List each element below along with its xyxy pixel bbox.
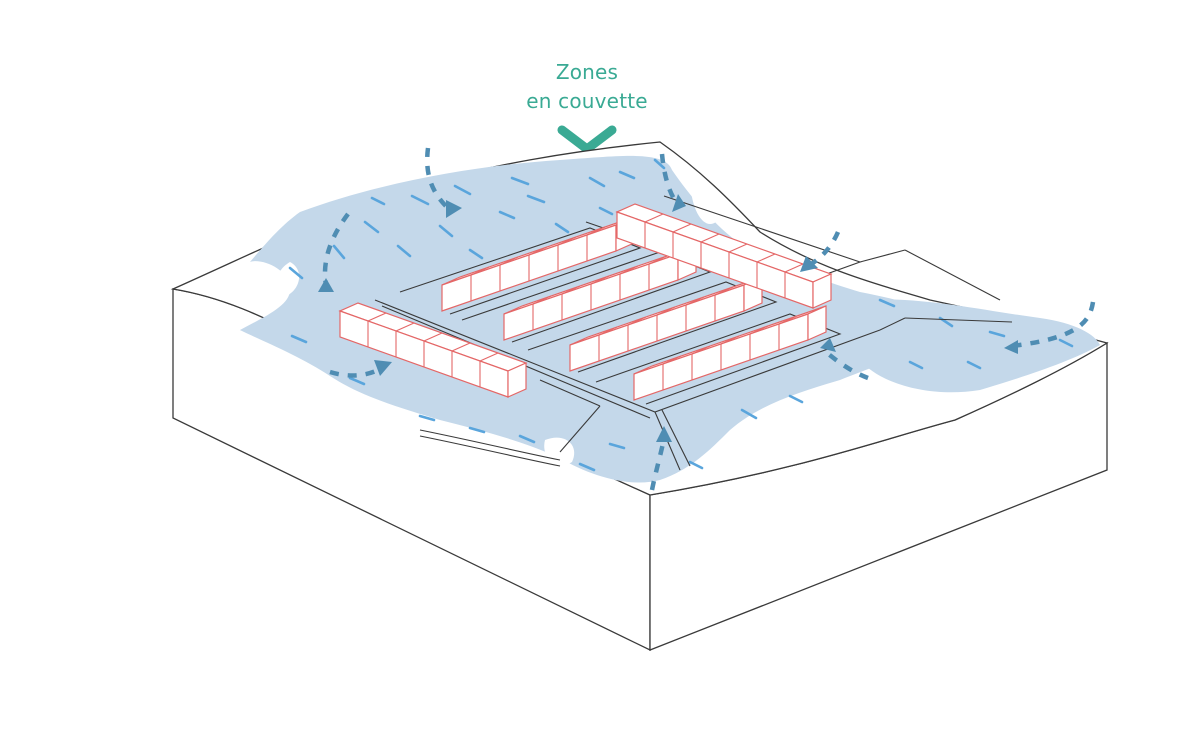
building-divider xyxy=(423,332,443,342)
building-divider xyxy=(451,342,471,352)
building-end xyxy=(807,305,827,341)
runoff-flow-arrows xyxy=(322,147,1096,491)
building-divider xyxy=(528,246,548,256)
building-row xyxy=(633,305,827,401)
building-divider xyxy=(367,312,387,322)
building-end xyxy=(812,273,832,309)
building-divider xyxy=(784,263,804,273)
building-divider xyxy=(685,296,705,306)
building-divider xyxy=(700,233,720,243)
building-divider xyxy=(395,322,415,332)
flood-water-west xyxy=(240,330,330,352)
flow-arrow-icon xyxy=(656,426,672,442)
building-divider xyxy=(672,223,692,233)
building-divider xyxy=(561,285,581,295)
flood-water-main xyxy=(240,155,932,483)
building-divider xyxy=(749,325,769,335)
building-divider xyxy=(586,226,606,236)
zones-label: Zones en couvette xyxy=(452,58,722,116)
zones-label-line1: Zones xyxy=(555,60,619,84)
building-rows xyxy=(338,203,833,401)
flow-arrow-icon xyxy=(820,338,836,352)
flow-arrow-icon xyxy=(672,194,686,212)
building-end xyxy=(507,362,527,398)
building-divider xyxy=(648,255,668,265)
flow-arrow-icon xyxy=(374,360,392,376)
flow-arrow-icon xyxy=(318,278,334,292)
building-row xyxy=(503,245,697,341)
building-row xyxy=(615,203,833,309)
building-divider xyxy=(619,265,639,275)
building-divider xyxy=(756,253,776,263)
building-divider xyxy=(691,345,711,355)
building-divider xyxy=(532,295,552,305)
building-divider xyxy=(598,326,618,336)
building-divider xyxy=(656,306,676,316)
building-divider xyxy=(470,266,490,276)
building-divider xyxy=(479,352,499,362)
building-divider xyxy=(557,236,577,246)
chevron-down-icon xyxy=(557,125,617,154)
building-divider xyxy=(644,213,664,223)
building-divider xyxy=(728,243,748,253)
building-divider xyxy=(662,355,682,365)
building-divider xyxy=(778,315,798,325)
runoff-arrowheads xyxy=(318,194,1018,442)
building-divider xyxy=(627,316,647,326)
building-divider xyxy=(714,286,734,296)
building-divider xyxy=(499,256,519,266)
zones-label-line2: en couvette xyxy=(526,89,648,113)
flow-arrow-icon xyxy=(446,200,462,218)
building-divider xyxy=(590,275,610,285)
building-row xyxy=(569,276,763,372)
building-row xyxy=(338,302,528,398)
flow-arrow-icon xyxy=(800,256,818,272)
building-divider xyxy=(720,335,740,345)
flow-arrow-icon xyxy=(1004,340,1018,354)
flood-water-zones xyxy=(240,155,1100,483)
flood-water-east xyxy=(860,299,1100,393)
